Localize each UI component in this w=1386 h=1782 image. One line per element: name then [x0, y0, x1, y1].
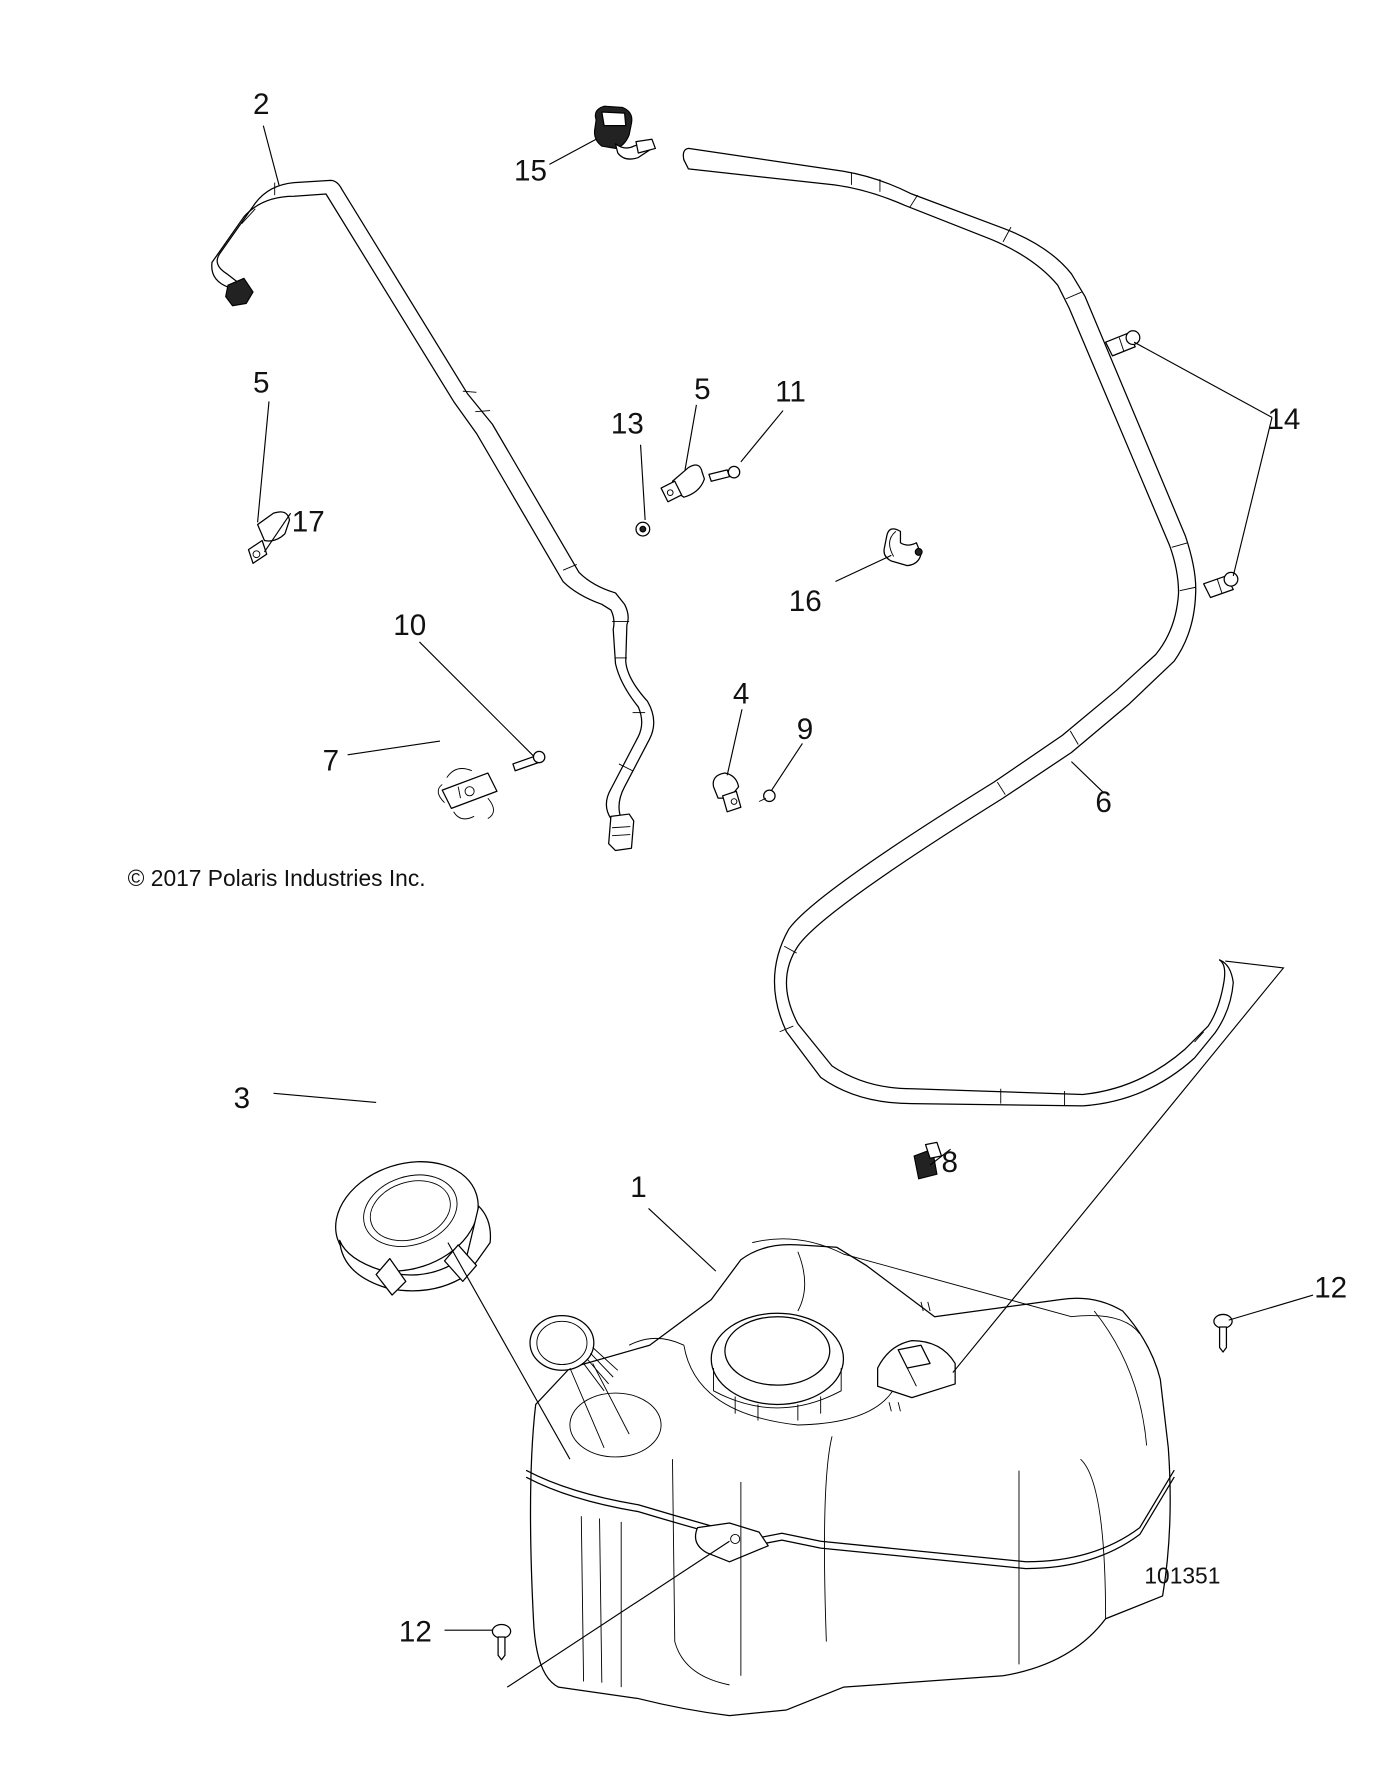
screw-clip-10 [512, 750, 546, 772]
vent-valve-clip [913, 1141, 943, 1180]
callout-15: 15 [514, 154, 547, 187]
callout-5-left: 5 [253, 366, 269, 399]
callout-12-right: 12 [1314, 1271, 1347, 1304]
figure-id: 101351 [1144, 1562, 1220, 1588]
push-clip-lower [1203, 571, 1239, 599]
dual-hose-clip [437, 768, 498, 820]
push-clip-upper [1104, 330, 1141, 357]
copyright-notice: © 2017 Polaris Industries Inc. [128, 865, 426, 891]
flange-nut-13 [635, 521, 651, 537]
bolt-11 [708, 465, 741, 482]
callout-13: 13 [611, 407, 644, 440]
callout-1: 1 [630, 1171, 646, 1204]
hose-retainer-clip [883, 528, 923, 567]
callout-9: 9 [797, 713, 813, 746]
callout-12-left: 12 [399, 1616, 432, 1649]
callout-11: 11 [775, 375, 806, 408]
callout-5-middle: 5 [694, 373, 710, 406]
fuel-cap [335, 1161, 492, 1296]
fuel-hose-supply [211, 179, 655, 852]
tank-screw-left [491, 1623, 512, 1661]
fuel-tank [525, 1238, 1175, 1717]
vent-hose [682, 147, 1234, 1107]
tank-screw-right [1213, 1313, 1233, 1353]
callout-10: 10 [393, 609, 426, 642]
leader-lines [257, 125, 1314, 1688]
hose-clamp-middle [660, 464, 706, 503]
hose-clamp-left [247, 511, 291, 564]
callout-14: 14 [1267, 403, 1300, 436]
callout-6: 6 [1095, 786, 1111, 819]
callout-8: 8 [941, 1146, 957, 1179]
callout-3: 3 [234, 1082, 250, 1115]
callout-2: 2 [253, 88, 269, 121]
callout-16: 16 [789, 585, 822, 618]
hose-clamp-p [712, 772, 742, 813]
callout-17: 17 [292, 505, 325, 538]
nut-small-9 [758, 789, 776, 803]
callout-7: 7 [323, 745, 339, 778]
callout-4: 4 [733, 678, 749, 711]
quick-connect-fitting [593, 105, 657, 160]
